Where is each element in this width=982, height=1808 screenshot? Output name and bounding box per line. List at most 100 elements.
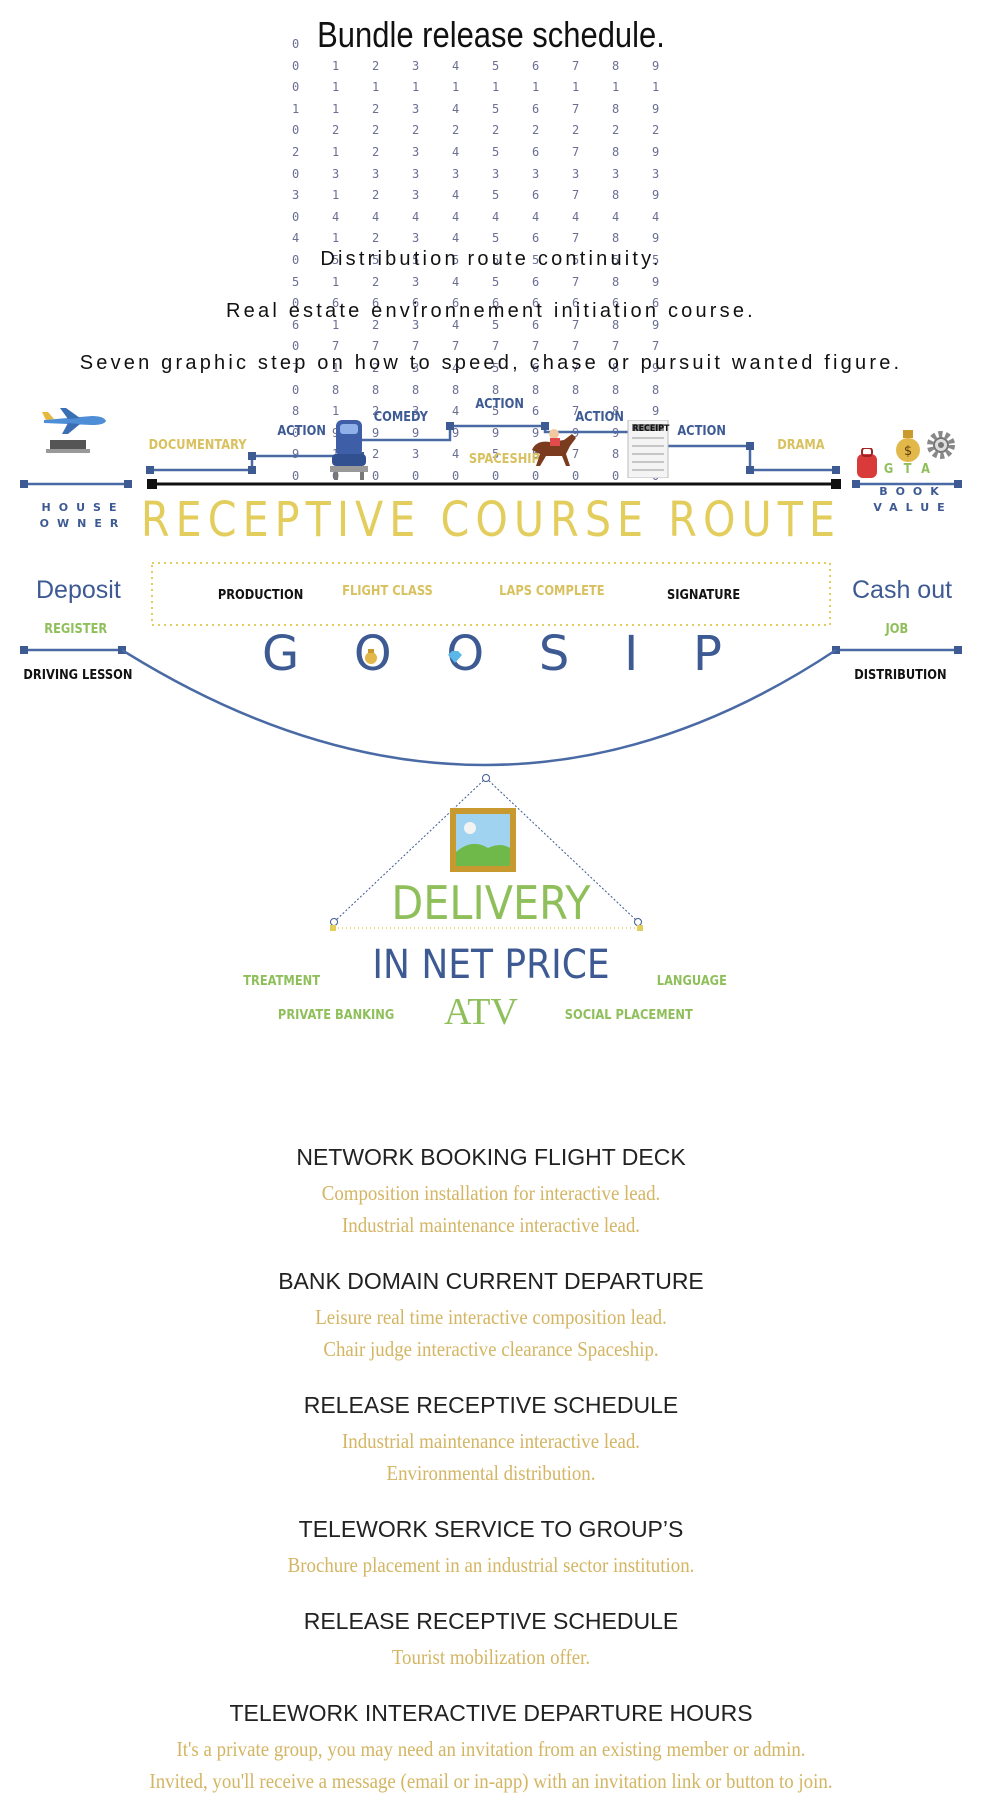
digit-cell: 5 [492,360,500,375]
digit-cell: 1 [452,80,460,95]
digit-cell: 0 [292,58,300,73]
digit-cell: 8 [612,317,620,332]
digit-cell: 9 [652,101,660,116]
route-node [541,422,549,430]
digit-cell: 4 [372,209,380,224]
digit-grid-row: 0 [292,34,692,56]
digit-cell: 7 [612,339,620,354]
digit-cell: 6 [532,447,540,462]
digit-cell: 3 [612,166,620,181]
label-action-3: ACTION [575,410,624,425]
digit-cell: 8 [612,447,620,462]
digit-cell: 7 [332,339,340,354]
digit-cell: 9 [652,274,660,289]
digit-cell: 4 [332,209,340,224]
label-job: JOB [885,622,909,637]
section-heading: TELEWORK SERVICE TO GROUP’S [298,1516,684,1542]
digit-cell: 1 [292,101,300,116]
label-action-2: ACTION [475,397,524,412]
digit-cell: 6 [532,296,540,311]
digit-cell: 3 [412,274,420,289]
digit-cell: 1 [652,80,660,95]
section-line: Invited, you'll receive a message (email… [149,1769,833,1793]
section-release-schedule-2: RELEASE RECEPTIVE SCHEDULE Tourist mobil… [0,1608,982,1673]
digit-cell: 9 [652,58,660,73]
horse-racing-icon [526,426,578,470]
digit-cell: 8 [412,382,420,397]
digit-cell: 1 [572,80,580,95]
digit-cell: 5 [492,101,500,116]
label-drama: DRAMA [777,438,825,453]
headline-real-estate: Real estate environnement initiation cou… [226,300,756,322]
section-telework-service: TELEWORK SERVICE TO GROUP’S Brochure pla… [0,1516,982,1581]
digit-cell: 8 [612,274,620,289]
digit-cell: 3 [332,166,340,181]
digit-cell: 2 [372,58,380,73]
digit-cell: 5 [412,252,420,267]
label-driving-lesson: DRIVING LESSON [23,668,133,683]
digit-cell: 9 [292,447,300,462]
digit-cell: 8 [292,404,300,419]
digit-cell: 3 [492,166,500,181]
digit-cell: 3 [652,166,660,181]
digit-cell: 6 [532,360,540,375]
label-comedy: COMEDY [373,410,428,425]
digit-cell: 2 [372,360,380,375]
section-release-schedule: RELEASE RECEPTIVE SCHEDULE Industrial ma… [0,1392,982,1489]
digit-cell: 6 [612,296,620,311]
digit-cell: 7 [452,339,460,354]
receipt-label: RECEIPT [632,424,670,434]
digit-cell: 5 [492,58,500,73]
triangle-right [485,777,639,923]
digit-cell: 3 [532,166,540,181]
section-line: Leisure real time interactive compositio… [315,1305,667,1329]
route-title: RECEPTIVE COURSE ROUTE [140,492,842,548]
digit-cell: 7 [572,58,580,73]
digit-cell: 6 [292,317,300,332]
route-node [124,480,132,488]
digit-cell: 2 [332,123,340,138]
digit-cell: 0 [292,339,300,354]
label-treatment: TREATMENT [243,974,321,989]
digit-cell: 6 [492,296,500,311]
digit-cell: 1 [332,101,340,116]
digit-cell: 7 [572,144,580,159]
digit-cell: 4 [452,144,460,159]
digit-cell: 3 [412,144,420,159]
digit-cell: 3 [412,317,420,332]
digit-cell: 0 [292,209,300,224]
triangle-node [482,774,490,782]
label-signature: SIGNATURE [666,588,741,603]
digit-cell: 7 [572,188,580,203]
digit-cell: 8 [452,382,460,397]
digit-cell: 1 [332,360,340,375]
triangle-node [330,925,336,931]
section-heading: NETWORK BOOKING FLIGHT DECK [296,1144,686,1170]
gem-icon [447,650,463,664]
digit-cell: 5 [532,252,540,267]
digit-cell: 5 [492,252,500,267]
digit-cell: 4 [452,209,460,224]
section-line: Composition installation for interactive… [321,1181,661,1205]
section-line: Industrial maintenance interactive lead. [341,1429,641,1453]
goosip-word: G O O S I P [262,626,722,682]
route-node [852,480,860,488]
digit-cell: 7 [572,101,580,116]
laptop-icon [46,440,90,454]
section-bank-domain: BANK DOMAIN CURRENT DEPARTURE Leisure re… [0,1268,982,1365]
section-heading: RELEASE RECEPTIVE SCHEDULE [303,1392,679,1418]
section-line: Industrial maintenance interactive lead. [341,1213,641,1237]
digit-cell: 5 [492,231,500,246]
digit-cell: 4 [452,447,460,462]
digit-cell: 2 [372,123,380,138]
route-steps [148,424,836,472]
label-deposit: Deposit [36,576,121,604]
digit-cell: 4 [452,101,460,116]
digit-cell: 7 [652,339,660,354]
